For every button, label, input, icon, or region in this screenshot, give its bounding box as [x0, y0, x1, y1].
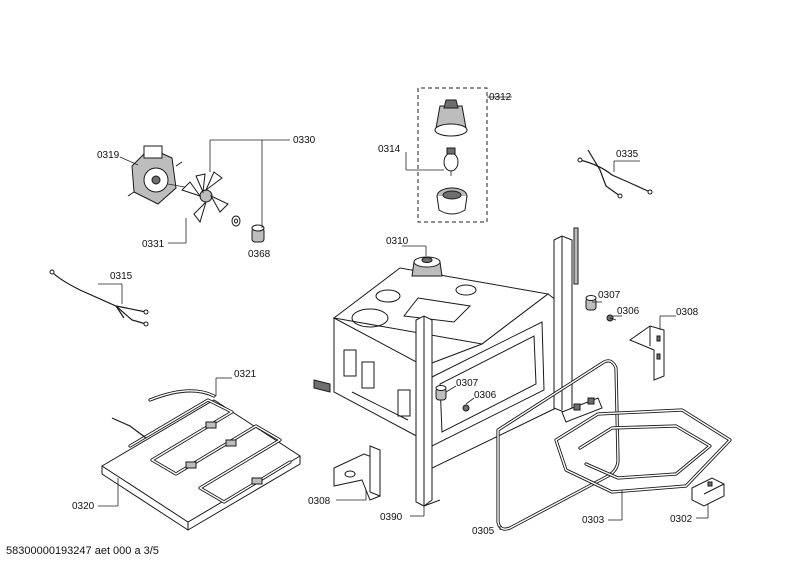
- grill-element-part: 0303: [554, 397, 732, 526]
- label-0312: 0312: [489, 92, 512, 103]
- label-0331: 0331: [142, 239, 165, 250]
- gasket-frame-part: 0305: [472, 359, 620, 537]
- cable-0335-group: 0335: [577, 149, 653, 199]
- oven-housing-part: 0310 0390: [313, 227, 579, 523]
- label-0335: 0335: [616, 149, 639, 160]
- label-0368: 0368: [248, 249, 271, 260]
- label-0314: 0314: [378, 144, 401, 155]
- lamp-assembly-group: 0312 0314: [378, 87, 512, 223]
- nut-part: [251, 224, 265, 243]
- label-0320: 0320: [72, 501, 95, 512]
- lamp-holder-part: [434, 99, 468, 137]
- knob-screw-right-group: 0307 0306: [585, 290, 640, 322]
- washer-part: [231, 215, 241, 227]
- label-0306-middle: 0306: [474, 390, 497, 401]
- label-0310: 0310: [386, 236, 409, 247]
- label-0308-right: 0308: [676, 307, 699, 318]
- label-0305: 0305: [472, 526, 495, 537]
- label-0330: 0330: [293, 135, 316, 146]
- bracket-left-part: 0308: [308, 445, 381, 507]
- label-0319: 0319: [97, 150, 120, 161]
- label-0321: 0321: [234, 369, 257, 380]
- fan-wheel-part: [181, 171, 229, 224]
- fan-motor-part: [127, 145, 191, 205]
- lamp-cover-part: [436, 187, 468, 215]
- label-0306-right: 0306: [617, 306, 640, 317]
- bracket-right-part: 0308: [628, 307, 699, 381]
- bottom-heater-group: 0321 0320: [72, 369, 301, 531]
- document-footer-code: 58300000193247 aet 000 a 3/5: [6, 545, 159, 557]
- label-0390: 0390: [380, 512, 403, 523]
- label-0307-middle: 0307: [456, 378, 479, 389]
- label-0302: 0302: [670, 514, 693, 525]
- label-0315: 0315: [110, 271, 133, 282]
- label-0307-right: 0307: [598, 290, 621, 301]
- label-0308-left: 0308: [308, 496, 331, 507]
- label-0303: 0303: [582, 515, 605, 526]
- terminal-clip-part: 0302: [670, 477, 725, 525]
- knob-screw-middle-group: 0307 0306: [435, 378, 497, 412]
- lamp-bulb-part: [443, 147, 459, 176]
- cable-0315-group: 0315: [49, 269, 149, 327]
- fan-motor-group: 0319 0330 0331 0368: [97, 135, 316, 260]
